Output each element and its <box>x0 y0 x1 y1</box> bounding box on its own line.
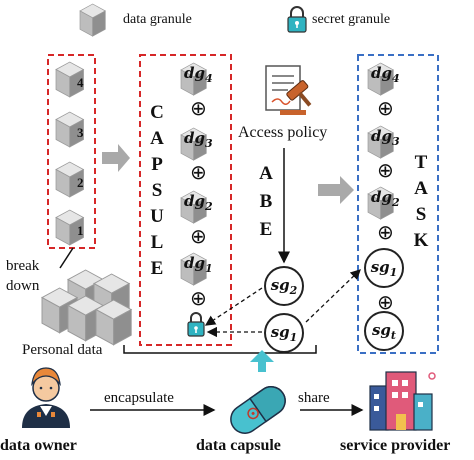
capsule-granule-dg4: dg4 <box>184 64 213 85</box>
oplus-symbol: ⊕ <box>377 220 394 244</box>
oplus-symbol: ⊕ <box>190 160 207 184</box>
secret-granule-sg1: sg1 <box>264 313 304 353</box>
oplus-symbol: ⊕ <box>377 96 394 120</box>
arrow-to-capsule <box>102 144 130 172</box>
legend-secret-granule-label: secret granule <box>312 12 391 27</box>
abe-label: A B E <box>259 163 273 240</box>
task-granule-dg2: dg2 <box>371 188 400 209</box>
oplus-symbol: ⊕ <box>377 290 394 314</box>
access-policy-icon <box>265 65 312 115</box>
secret-granule-sg2: sg2 <box>264 266 304 306</box>
task-granule-dg3: dg3 <box>371 127 400 148</box>
cube-number: 3 <box>77 125 84 140</box>
legend-lock-icon <box>287 6 307 33</box>
capsule-granule-dg1: dg1 <box>184 254 213 275</box>
oplus-symbol: ⊕ <box>190 286 207 310</box>
cube-number: 4 <box>77 75 84 90</box>
data-owner-icon <box>22 367 70 428</box>
data-capsule-icon <box>230 386 286 434</box>
data-capsule-label: data capsule <box>196 437 281 454</box>
cube-number: 1 <box>77 223 84 238</box>
up-arrow <box>250 350 274 372</box>
task-box <box>357 54 439 354</box>
task-vertical-label: T A S K <box>413 152 429 251</box>
oplus-symbol: ⊕ <box>190 96 207 120</box>
task-granule-dg4: dg4 <box>371 64 400 85</box>
personal-data-box <box>47 54 96 249</box>
task-secret-sgt: sgt <box>364 311 404 351</box>
data-pile-icon <box>41 269 132 346</box>
personal-data-label: Personal data <box>22 342 103 358</box>
legend-data-granule-label: data granule <box>123 12 192 27</box>
oplus-symbol: ⊕ <box>190 224 207 248</box>
access-policy-label: Access policy <box>238 124 328 141</box>
share-label: share <box>298 390 330 406</box>
oplus-symbol: ⊕ <box>377 158 394 182</box>
legend-cube-icon <box>79 3 106 37</box>
capsule-vertical-label: C A P S U L E <box>150 102 164 279</box>
capsule-lock-icon <box>187 312 205 337</box>
service-provider-label: service provider <box>340 437 451 454</box>
service-provider-icon <box>369 371 436 431</box>
capsule-granule-dg3: dg3 <box>184 129 213 150</box>
data-owner-label: data owner <box>0 437 77 454</box>
break-down-label: break down <box>6 258 40 294</box>
task-secret-sg1: sg1 <box>364 248 404 288</box>
arrow-to-task <box>318 176 354 204</box>
capsule-granule-dg2: dg2 <box>184 192 213 213</box>
capsule-box <box>139 54 232 346</box>
encapsulate-label: encapsulate <box>104 390 174 406</box>
cube-number: 2 <box>77 175 84 190</box>
